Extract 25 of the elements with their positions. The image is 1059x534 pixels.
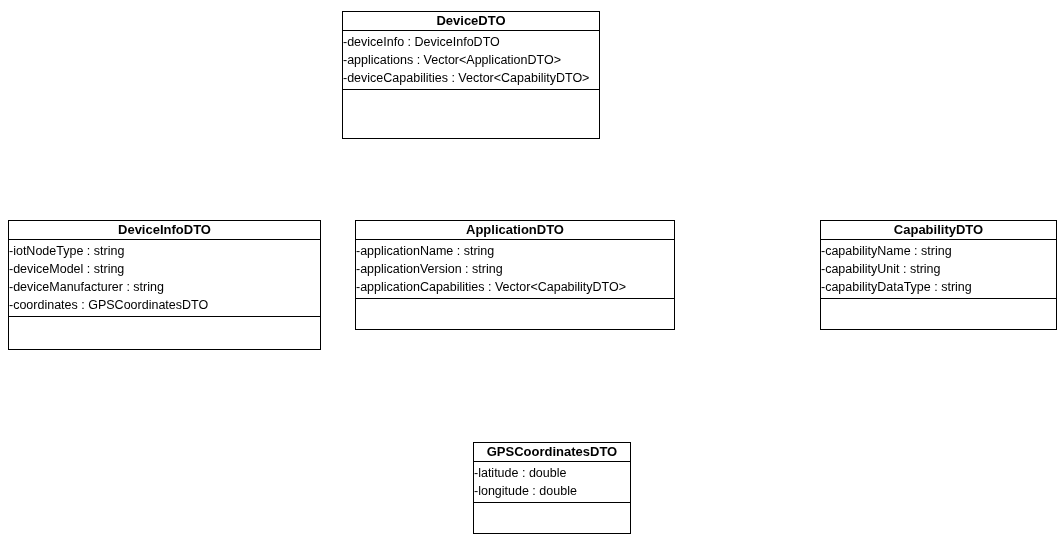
attribute-text: -applicationName : string: [356, 243, 496, 260]
attribute-text: -deviceManufacturer : string: [9, 279, 165, 296]
class-box: [8, 220, 321, 350]
class-name: DeviceInfoDTO: [9, 221, 320, 240]
attribute-text: -applications : Vector<ApplicationDTO>: [343, 52, 562, 69]
class-box: [820, 220, 1057, 330]
attribute-text: -deviceInfo : DeviceInfoDTO: [343, 34, 501, 51]
attribute-text: -iotNodeType : string: [9, 243, 126, 260]
attribute-text: -coordinates : GPSCoordinatesDTO: [9, 297, 210, 314]
attribute-text: -longitude : double: [474, 483, 578, 500]
class-box: [342, 11, 600, 139]
attribute-text: -deviceCapabilities : Vector<CapabilityDTO>: [343, 70, 591, 87]
class-name: CapabilityDTO: [821, 221, 1056, 240]
class-name: GPSCoordinatesDTO: [474, 443, 630, 462]
attribute-text: -applicationCapabilities : Vector<CapabilityDTO>: [356, 279, 628, 296]
attribute-text: -capabilityName : string: [821, 243, 953, 260]
class-box: [355, 220, 675, 330]
attribute-text: -latitude : double: [474, 465, 568, 482]
attribute-text: -deviceModel : string: [9, 261, 126, 278]
attribute-text: -capabilityDataType : string: [821, 279, 973, 296]
class-name: DeviceDTO: [343, 12, 599, 31]
attribute-text: -capabilityUnit : string: [821, 261, 942, 278]
class-name: ApplicationDTO: [356, 221, 674, 240]
attribute-text: -applicationVersion : string: [356, 261, 504, 278]
class-box: [473, 442, 631, 534]
